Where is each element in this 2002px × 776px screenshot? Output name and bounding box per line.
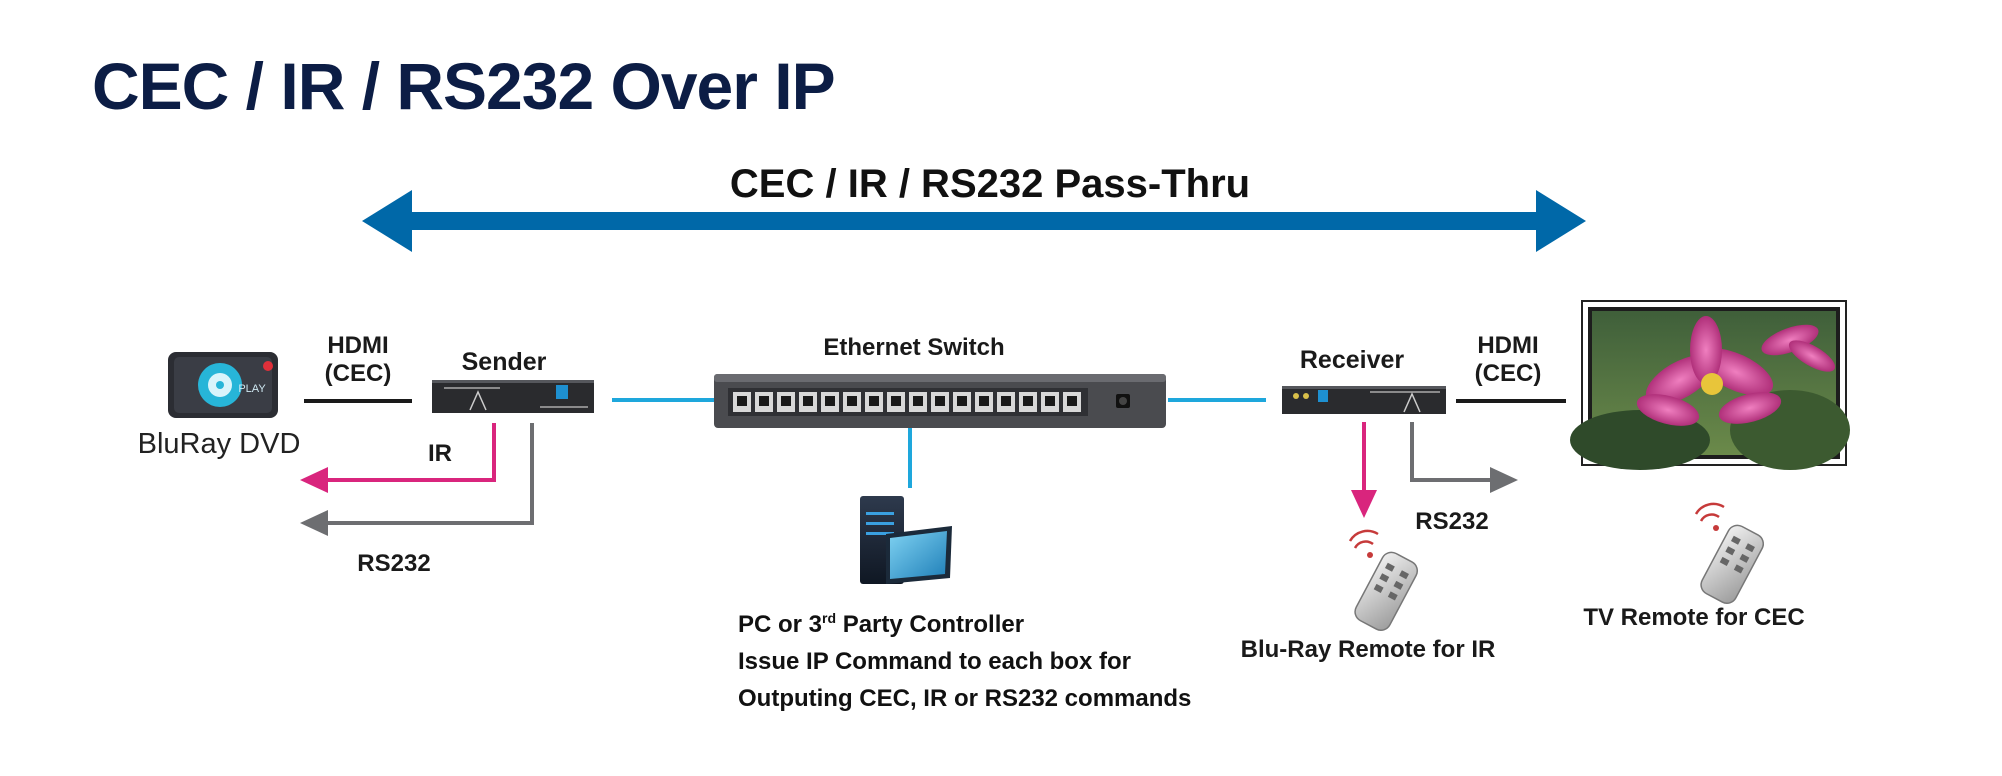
lotus-flower <box>1636 316 1836 426</box>
controller-line2: Issue IP Command to each box for <box>738 648 1131 675</box>
controller-line1-sup: rd <box>822 610 837 626</box>
switch-port-socket <box>957 396 967 406</box>
switch-port-socket <box>737 396 747 406</box>
hdmi-right-label: HDMI (CEC) <box>1475 332 1542 388</box>
tv-remote-label: TV Remote for CEC <box>1583 604 1805 631</box>
bluray-remote-icon <box>1348 529 1419 631</box>
controller-line1-prefix: PC or 3 <box>738 611 823 638</box>
passthru-double-arrow <box>362 190 1586 252</box>
hdmi-right-line1: HDMI <box>1477 332 1539 359</box>
rs232-left-label: RS232 <box>357 550 431 577</box>
ir-right-arrow <box>1351 422 1377 518</box>
ir-left-label: IR <box>428 440 452 467</box>
tv-icon <box>1570 300 1850 470</box>
bluray-dvd-label: BluRay DVD <box>137 428 301 460</box>
page-title: CEC / IR / RS232 Over IP <box>92 49 836 123</box>
switch-ports <box>733 392 1081 412</box>
controller-description: PC or 3rd Party Controller Issue IP Comm… <box>738 600 1191 717</box>
switch-port-socket <box>1045 396 1055 406</box>
bluray-dvd-icon: PLAY <box>168 352 278 418</box>
switch-port-socket <box>979 396 989 406</box>
pc-controller-icon <box>860 496 952 584</box>
rs232-right-label: RS232 <box>1415 508 1489 535</box>
switch-port-socket <box>935 396 945 406</box>
switch-port-socket <box>1067 396 1077 406</box>
switch-port-socket <box>913 396 923 406</box>
switch-port-socket <box>781 396 791 406</box>
controller-line1-suffix: Party Controller <box>836 611 1025 638</box>
switch-port-socket <box>847 396 857 406</box>
rs232-right-arrow <box>1410 422 1518 493</box>
hdmi-left-label: HDMI (CEC) <box>325 332 392 388</box>
switch-port-socket <box>759 396 769 406</box>
controller-line1: PC or 3rd Party Controller <box>738 600 1191 643</box>
sender-device-icon <box>432 380 594 413</box>
rs232-left-arrow <box>300 423 534 536</box>
ethernet-switch-icon <box>714 374 1166 428</box>
controller-line3: Outputing CEC, IR or RS232 commands <box>738 685 1192 712</box>
bluray-remote-label: Blu-Ray Remote for IR <box>1240 636 1496 663</box>
ethernet-switch-label: Ethernet Switch <box>823 334 1005 361</box>
passthru-label: CEC / IR / RS232 Pass-Thru <box>729 162 1251 206</box>
ir-left-arrow <box>300 423 496 493</box>
dvd-screen-text: PLAY <box>238 383 266 395</box>
receiver-device-icon <box>1282 386 1446 414</box>
tv-remote-icon <box>1694 502 1765 604</box>
switch-port-socket <box>1023 396 1033 406</box>
switch-port-socket <box>803 396 813 406</box>
receiver-label: Receiver <box>1299 346 1405 374</box>
hdmi-right-line2: (CEC) <box>1474 360 1542 387</box>
switch-port-socket <box>825 396 835 406</box>
hdmi-left-line1: HDMI <box>327 332 389 359</box>
passthru-arrow-shape <box>362 190 1586 252</box>
switch-port-socket <box>869 396 879 406</box>
switch-port-socket <box>1001 396 1011 406</box>
sender-label: Sender <box>461 348 547 376</box>
hdmi-left-line2: (CEC) <box>324 360 392 387</box>
switch-port-socket <box>891 396 901 406</box>
